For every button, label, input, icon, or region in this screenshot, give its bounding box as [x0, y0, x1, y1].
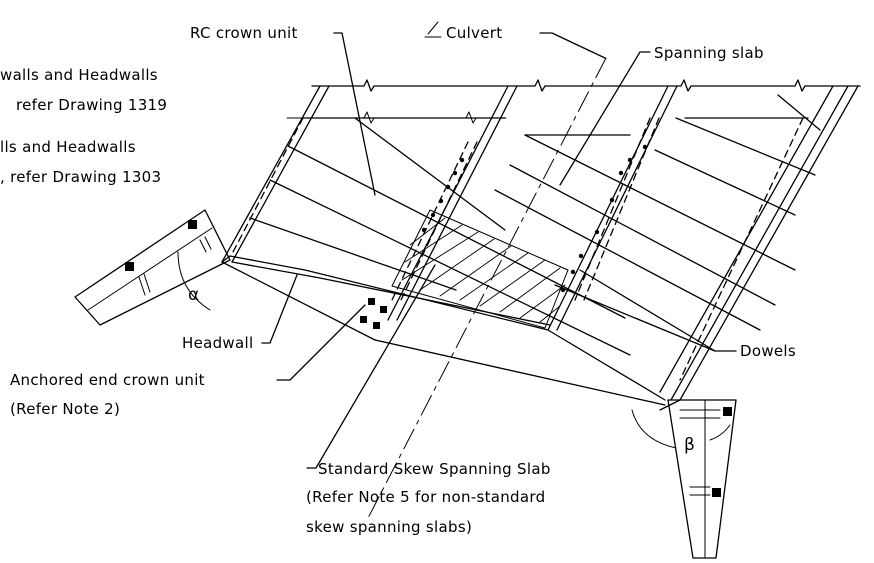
culvert-centerline — [366, 57, 607, 521]
beta-angle-arc — [631, 409, 677, 449]
headwall — [221, 255, 666, 406]
culvert-label: Culvert — [446, 24, 502, 42]
dowel-icon — [421, 144, 648, 293]
spanning-slab-lines — [249, 94, 821, 356]
dowels-label: Dowels — [740, 342, 796, 360]
rc-crown-unit-label: RC crown unit — [190, 24, 298, 42]
left-wingwall — [74, 209, 231, 326]
wingwalls-ref-2: , refer Drawing 1303 — [0, 168, 161, 186]
alpha-angle-arc — [177, 251, 211, 311]
leader-lines — [261, 32, 737, 469]
anchored-end-crown-unit-label: Anchored end crown unit — [10, 371, 205, 389]
skew-spanning-slabs-label: skew spanning slabs) — [306, 518, 472, 536]
centerline-icon-slash — [427, 21, 439, 35]
refer-note-2-label: (Refer Note 2) — [10, 400, 120, 418]
anchor-icon — [360, 298, 387, 329]
wingwalls-note-2: lls and Headwalls — [0, 138, 136, 156]
right-wingwall — [667, 399, 737, 559]
top-break-line — [311, 79, 861, 92]
standard-skew-slab-label: Standard Skew Spanning Slab — [318, 460, 551, 478]
refer-note-5-label: (Refer Note 5 for non-standard — [306, 488, 545, 506]
wingwalls-ref-1: refer Drawing 1319 — [16, 96, 167, 114]
skew-slab-hatch — [391, 209, 569, 329]
middle-crown-unit — [387, 85, 518, 321]
beta-angle-arc-right — [709, 424, 731, 441]
headwall-label: Headwall — [182, 334, 253, 352]
wingwalls-note-1: walls and Headwalls — [0, 66, 158, 84]
beta-label: β — [684, 435, 695, 455]
alpha-label: α — [188, 285, 200, 305]
spanning-slab-label: Spanning slab — [654, 44, 764, 62]
left-crown-unit — [221, 85, 330, 263]
